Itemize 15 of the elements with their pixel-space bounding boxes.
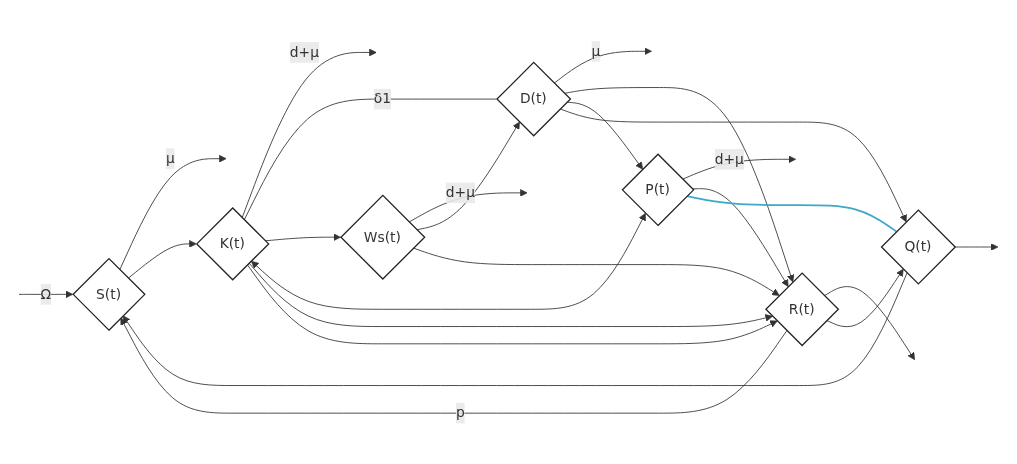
edge-label: μ — [165, 149, 175, 167]
state-diamond: R(t) — [765, 271, 840, 347]
edge-label: p — [456, 404, 465, 421]
edge-label: d+μ — [714, 150, 744, 167]
state-diamond: S(t) — [72, 257, 146, 331]
state-diamond: Ws(t) — [340, 194, 426, 280]
edge-label: d+μ — [289, 43, 319, 60]
edge-label: d+μ — [445, 184, 475, 201]
state-diamond: Q(t) — [880, 209, 957, 285]
edge-label: μ — [591, 42, 601, 59]
state-diamond: D(t) — [496, 61, 572, 137]
state-diamond: K(t) — [195, 206, 270, 281]
edge-label: δ1 — [373, 90, 392, 107]
edge-label: Ω — [40, 285, 52, 302]
state-diamond: P(t) — [621, 153, 695, 227]
